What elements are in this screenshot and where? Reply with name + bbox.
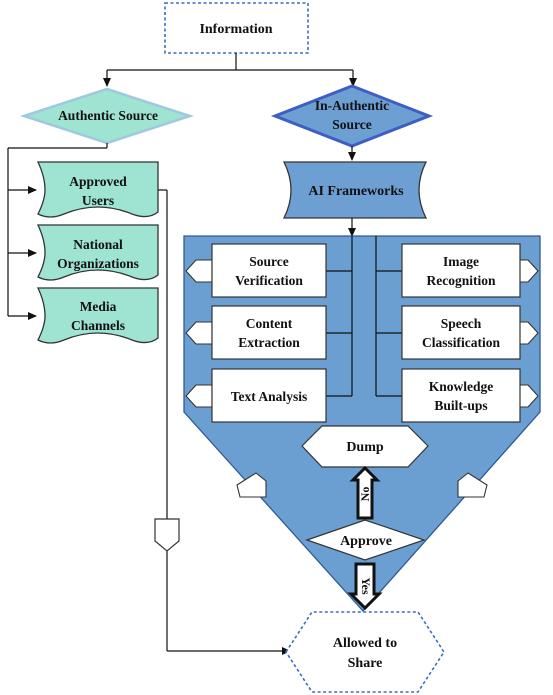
dump-node: Dump xyxy=(301,425,429,468)
ai-frameworks-node: AI Frameworks xyxy=(282,161,428,219)
inauthentic-source-node: In-Authentic Source xyxy=(270,84,434,148)
yes-arrow: Yes xyxy=(347,562,383,611)
content-extraction-node: Content Extraction xyxy=(211,305,327,360)
approved-users-line1: Approved xyxy=(69,174,127,189)
source-verification-line2: Verification xyxy=(235,273,303,288)
knowledge-builtups-line1: Knowledge xyxy=(429,379,494,394)
content-extraction-line2: Extraction xyxy=(238,335,300,350)
speech-classification-line2: Classification xyxy=(422,335,500,350)
knowledge-builtups-line2: Built-ups xyxy=(434,398,487,413)
speech-classification-line1: Speech xyxy=(441,316,482,331)
allowed-to-share-line1: Allowed to xyxy=(333,636,397,651)
image-recognition-line1: Image xyxy=(443,254,479,269)
source-verification-node: Source Verification xyxy=(211,243,327,298)
left-offpage-connector xyxy=(154,518,180,552)
information-node: Information xyxy=(164,2,309,54)
approve-node: Approve xyxy=(305,519,426,561)
approved-to-share-line xyxy=(158,189,291,655)
authentic-source-node: Authentic Source xyxy=(19,87,195,145)
content-extraction-line1: Content xyxy=(246,316,293,331)
source-verification-line1: Source xyxy=(249,254,289,269)
approve-label: Approve xyxy=(340,534,392,549)
speech-classification-node: Speech Classification xyxy=(401,305,521,360)
top-connectors xyxy=(103,53,357,87)
information-label: Information xyxy=(199,22,272,37)
dump-label: Dump xyxy=(346,440,384,455)
ai-frameworks-label: AI Frameworks xyxy=(308,184,404,199)
approved-users-line2: Users xyxy=(82,193,114,208)
national-organizations-line2: Organizations xyxy=(57,256,139,271)
allowed-to-share-node: Allowed to Share xyxy=(285,611,445,693)
national-organizations-line1: National xyxy=(73,237,123,252)
image-recognition-node: Image Recognition xyxy=(401,243,521,298)
yes-label: Yes xyxy=(359,577,373,595)
inauthentic-label-line1: In-Authentic xyxy=(315,98,389,113)
media-channels-node: Media Channels xyxy=(36,287,159,344)
approved-users-node: Approved Users xyxy=(36,161,159,218)
no-label: No xyxy=(358,487,372,502)
media-channels-line2: Channels xyxy=(71,318,125,333)
allowed-to-share-line2: Share xyxy=(348,656,383,671)
knowledge-builtups-node: Knowledge Built-ups xyxy=(401,368,521,423)
authentic-branch-lines xyxy=(7,143,108,320)
authentic-source-label: Authentic Source xyxy=(58,108,158,123)
text-analysis-label: Text Analysis xyxy=(231,389,307,404)
no-arrow: No xyxy=(349,465,381,520)
panel-connectors xyxy=(326,236,402,397)
inauthentic-label-line2: Source xyxy=(332,117,372,132)
media-channels-line1: Media xyxy=(80,299,117,314)
national-organizations-node: National Organizations xyxy=(36,224,159,281)
text-analysis-node: Text Analysis xyxy=(211,368,327,423)
image-recognition-line2: Recognition xyxy=(427,273,496,288)
